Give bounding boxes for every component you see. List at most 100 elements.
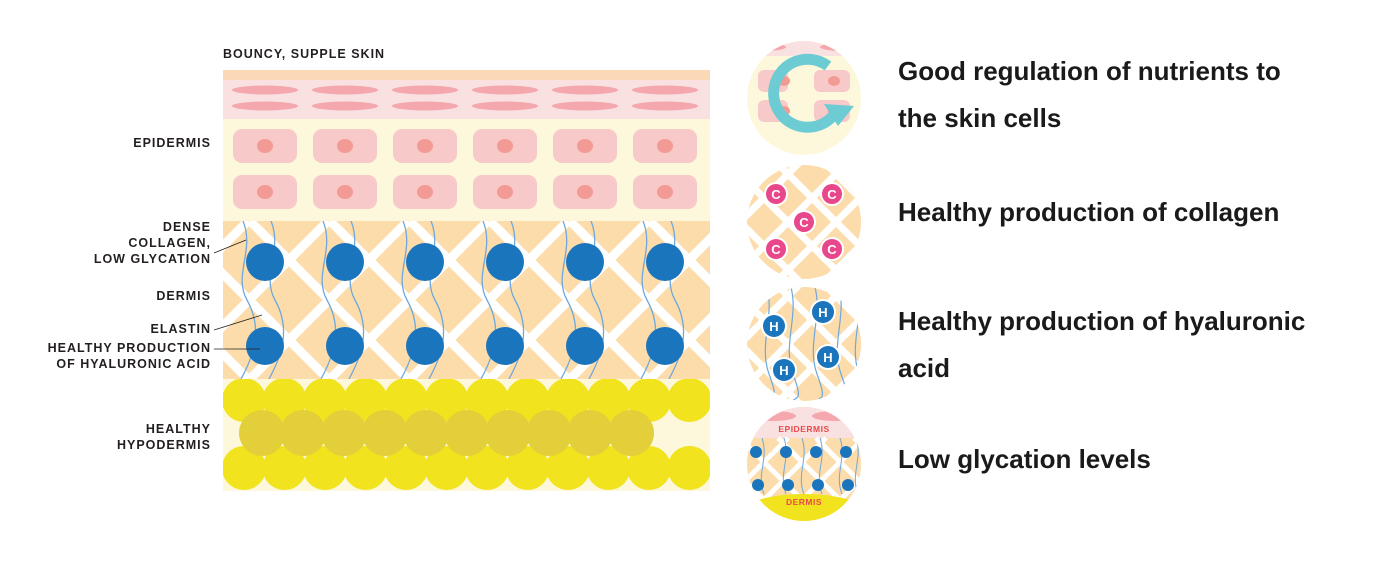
cell-nucleus (417, 185, 433, 199)
hyaluronic-dot (752, 479, 764, 491)
circular-arrow-icon (747, 41, 861, 155)
hyaluronic-dot (810, 446, 822, 458)
flat-cell (632, 85, 698, 95)
fat-cell (262, 446, 307, 490)
hyaluronic-dot (782, 479, 794, 491)
hyaluronic-letter: H (779, 363, 788, 378)
fat-cell (444, 410, 490, 456)
hyaluronic-dot (646, 243, 684, 281)
fat-cell (526, 410, 572, 456)
label-dense-collagen: DENSE COLLAGEN, LOW GLYCATION (93, 220, 211, 266)
fat-cell (546, 379, 590, 422)
fat-cell (303, 446, 347, 490)
fat-cell (343, 446, 388, 490)
collagen-letter: C (827, 242, 837, 257)
cell-nucleus (337, 185, 353, 199)
fat-cell (262, 379, 307, 422)
flat-cell (392, 101, 458, 111)
fat-cell (424, 379, 469, 422)
collagen-leader-line (213, 239, 247, 254)
flat-cell (552, 101, 618, 111)
collagen-marker (766, 239, 786, 259)
hyaluronic-acid-icon: H H H H (747, 287, 861, 401)
hyaluronic-dot (840, 446, 852, 458)
benefit-collagen: Healthy production of collagen (898, 197, 1280, 227)
hyaluronic-dot (566, 243, 604, 281)
fat-cell (505, 446, 550, 490)
elastin-fiber (760, 437, 765, 495)
fat-cell (362, 410, 408, 456)
hyaluronic-letter: H (818, 305, 827, 320)
hyaluronic-dot (646, 327, 684, 365)
skin-diagram (213, 70, 710, 491)
benefit-hyaluronic: Healthy production of hyaluronic acid (898, 306, 1306, 383)
fat-cell (586, 379, 631, 422)
hyaluronic-acid-dots (246, 243, 684, 365)
flat-cell (312, 85, 378, 95)
cell-nucleus (257, 139, 273, 153)
fat-cell (627, 446, 671, 490)
collagen-marker (822, 239, 842, 259)
cell-nucleus (497, 139, 513, 153)
hyaluronic-dot (842, 479, 854, 491)
fat-cell (384, 446, 428, 490)
fat-cell (586, 446, 631, 490)
cell-nucleus (497, 185, 513, 199)
hyaluronic-dot (812, 479, 824, 491)
glycation-epidermis-label: EPIDERMIS (778, 424, 829, 434)
hyaluronic-dot (326, 243, 364, 281)
cell-nucleus (257, 185, 273, 199)
flat-cell (632, 101, 698, 111)
hyaluronic-dot (406, 243, 444, 281)
hyaluronic-dot (486, 243, 524, 281)
flat-cell (232, 85, 298, 95)
label-hypodermis: HEALTHY HYPODERMIS (116, 422, 211, 452)
hyaluronic-marker (763, 315, 785, 337)
elastin-fiber (800, 437, 805, 495)
hyaluronic-dot (750, 446, 762, 458)
dermis-layer (223, 221, 710, 379)
fat-cell (223, 446, 266, 490)
collagen-marker (766, 184, 786, 204)
cell-nucleus (337, 139, 353, 153)
fat-cells (223, 379, 710, 490)
flat-cells (232, 85, 698, 111)
hyaluronic-dot (406, 327, 444, 365)
flat-cell (552, 85, 618, 95)
flat-cell (312, 101, 378, 111)
fat-cell (403, 410, 449, 456)
fat-cell (608, 410, 654, 456)
flat-cell (232, 101, 298, 111)
benefit-nutrients: Good regulation of nutrients to the skin… (898, 56, 1281, 133)
collagen-letter: C (771, 242, 781, 257)
fat-cell (485, 410, 531, 456)
cell-nucleus (417, 139, 433, 153)
fat-cell (239, 410, 285, 456)
fat-cell (424, 446, 469, 490)
hyaluronic-letter: H (769, 319, 778, 334)
hyaluronic-dot (246, 327, 284, 365)
glycation-icon: EPIDERMIS DERMIS (747, 407, 861, 521)
hyaluronic-dot (566, 327, 604, 365)
benefit-glycation: Low glycation levels (898, 444, 1151, 474)
elastin-fiber (838, 437, 843, 495)
hyaluronic-dot (780, 446, 792, 458)
label-hyaluronic-acid: HEALTHY PRODUCTION OF HYALURONIC ACID (47, 341, 211, 371)
diagram-title: BOUNCY, SUPPLE SKIN (223, 47, 386, 61)
stratum-corneum (223, 80, 710, 119)
cell-nucleus (657, 139, 673, 153)
fat-cell (343, 379, 388, 422)
fat-cell (465, 379, 509, 422)
hyaluronic-letter: H (823, 350, 832, 365)
hypodermis-layer (223, 379, 710, 491)
hyaluronic-marker (773, 359, 795, 381)
fat-cell (546, 446, 590, 490)
label-elastin: ELASTIN (150, 322, 211, 336)
collagen-letter: C (799, 215, 809, 230)
flat-cell (392, 85, 458, 95)
epidermis-cells (233, 129, 697, 209)
cell-nucleus (577, 185, 593, 199)
fat-cell (667, 379, 710, 422)
fat-cell (280, 410, 326, 456)
